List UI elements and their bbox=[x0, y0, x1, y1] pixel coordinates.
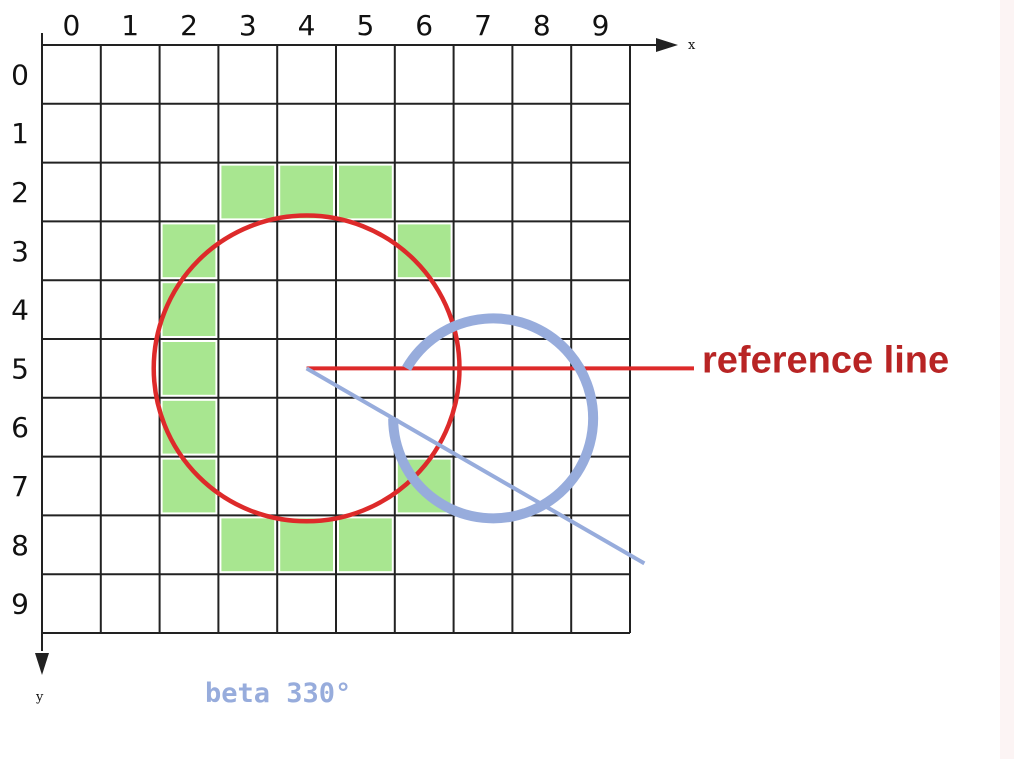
y-axis-arrowhead bbox=[35, 653, 49, 675]
y-tick-label: 9 bbox=[11, 588, 29, 621]
x-tick-label: 6 bbox=[415, 9, 433, 42]
x-tick-label: 7 bbox=[474, 9, 492, 42]
y-tick-label: 6 bbox=[11, 411, 29, 444]
filled-cell bbox=[280, 165, 333, 219]
filled-cell bbox=[280, 518, 333, 572]
y-tick-label: 3 bbox=[11, 235, 29, 268]
filled-cell bbox=[162, 342, 216, 395]
x-tick-label: 8 bbox=[533, 9, 551, 42]
x-tick-label: 3 bbox=[239, 9, 257, 42]
x-axis-arrowhead bbox=[656, 38, 678, 52]
y-axis-name: y bbox=[35, 690, 44, 705]
right-edge-strip bbox=[1000, 0, 1014, 759]
x-tick-label: 2 bbox=[180, 9, 198, 42]
x-axis-name: x bbox=[688, 38, 696, 53]
x-tick-label: 0 bbox=[62, 9, 80, 42]
y-tick-label: 8 bbox=[11, 529, 29, 562]
angle-label: beta 330° bbox=[205, 678, 351, 709]
grid bbox=[41, 44, 631, 634]
y-tick-label: 5 bbox=[11, 352, 29, 385]
y-tick-labels: 0 1 2 3 4 5 6 7 8 9 bbox=[11, 58, 29, 620]
x-tick-label: 4 bbox=[298, 9, 316, 42]
filled-cell bbox=[221, 518, 275, 572]
x-tick-labels: 0 1 2 3 4 5 6 7 8 9 bbox=[62, 9, 609, 42]
filled-cell bbox=[162, 283, 216, 336]
y-tick-label: 4 bbox=[11, 294, 29, 327]
reference-line-label: reference line bbox=[702, 339, 949, 381]
y-tick-label: 0 bbox=[11, 58, 29, 91]
filled-cell bbox=[162, 400, 216, 454]
filled-cell bbox=[339, 165, 392, 219]
x-tick-label: 9 bbox=[592, 9, 610, 42]
y-tick-label: 1 bbox=[11, 117, 29, 150]
filled-cell bbox=[339, 518, 392, 572]
angle-ray bbox=[305, 366, 646, 566]
y-tick-label: 2 bbox=[11, 176, 29, 209]
y-tick-label: 7 bbox=[11, 470, 29, 503]
axes: x y bbox=[35, 33, 696, 705]
x-tick-label: 1 bbox=[121, 9, 139, 42]
x-tick-label: 5 bbox=[356, 9, 374, 42]
filled-cell bbox=[221, 165, 275, 219]
angle-arc bbox=[388, 313, 599, 524]
